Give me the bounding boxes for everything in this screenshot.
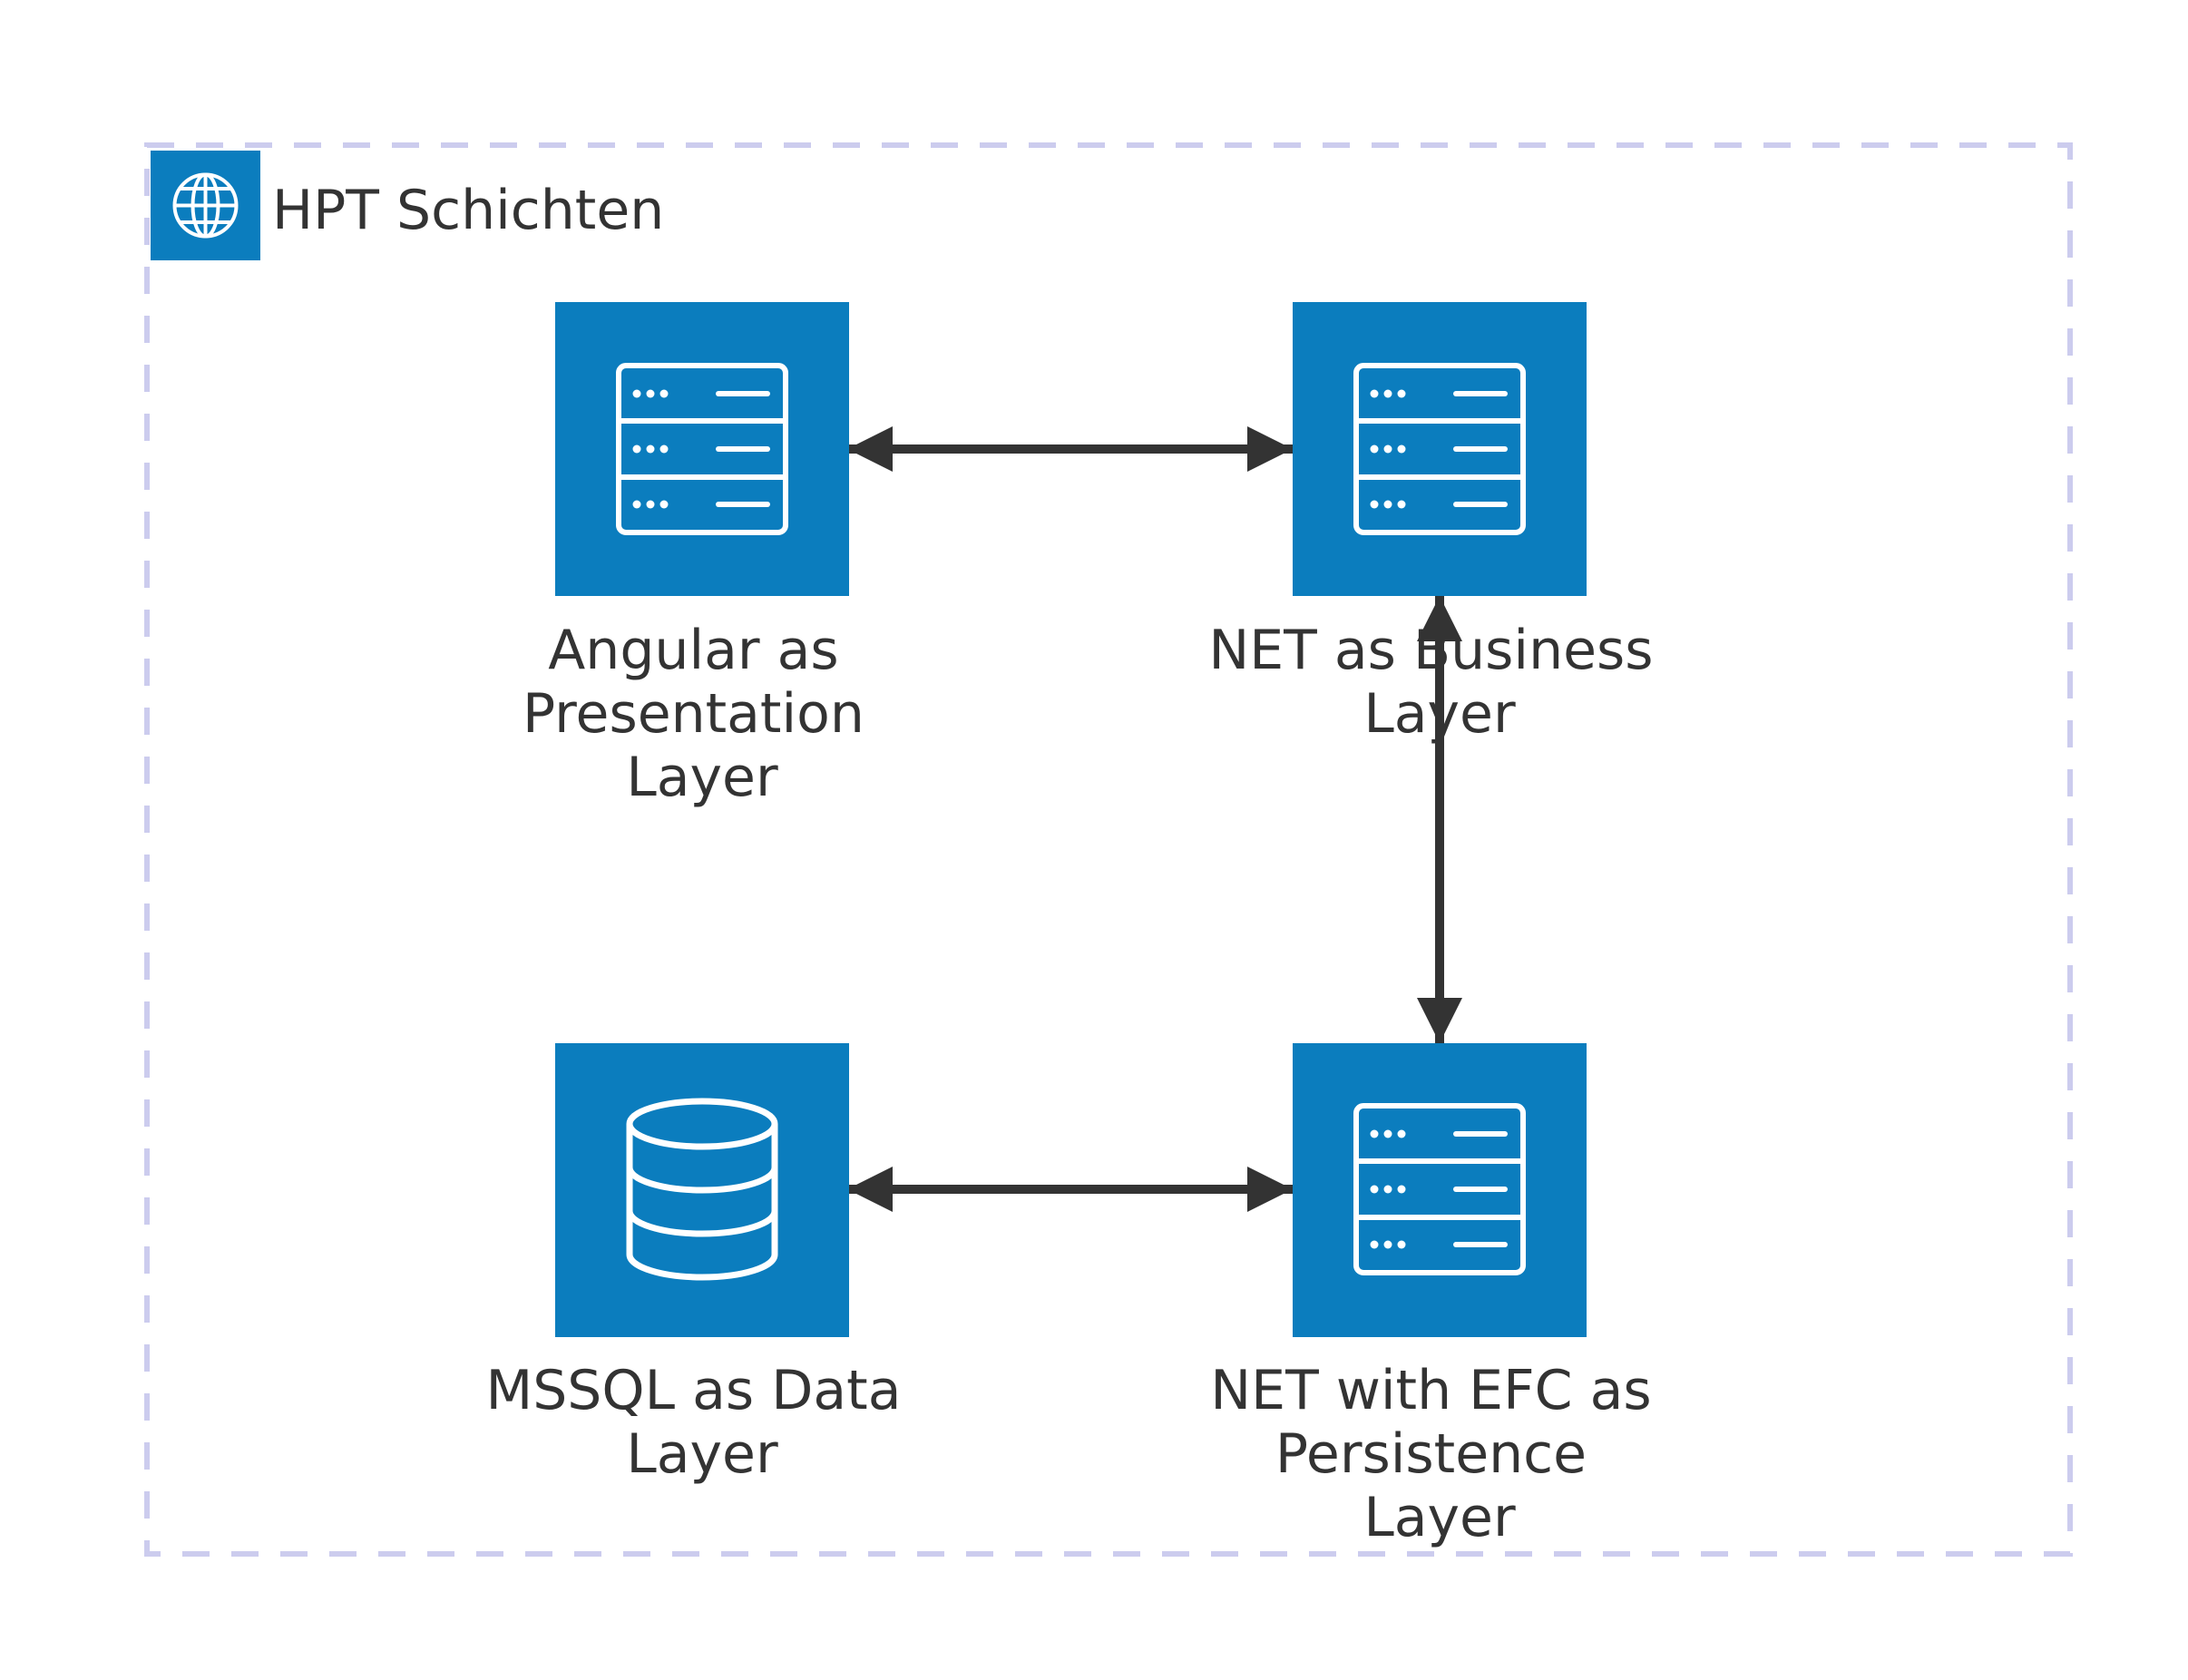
label-line: Layer <box>626 746 778 809</box>
node-presentation: Angular as Presentation Layer <box>523 302 882 809</box>
node-presentation-label: Angular as Presentation Layer <box>523 619 882 809</box>
node-business-tile <box>1293 302 1587 596</box>
group-title: HPT Schichten <box>272 179 664 242</box>
server-icon <box>616 363 788 535</box>
label-line: Presentation <box>523 682 864 746</box>
node-presentation-tile <box>555 302 849 596</box>
label-line: NET as Business <box>1208 619 1653 682</box>
label-line: Persistence <box>1275 1422 1587 1486</box>
node-persistence-label: NET with EFC as Persistence Layer <box>1210 1359 1668 1549</box>
label-line: Layer <box>1363 1486 1516 1549</box>
label-line: MSSQL as Data <box>485 1359 901 1422</box>
server-icon <box>1353 1103 1526 1275</box>
server-icon <box>1353 363 1526 535</box>
label-line: Layer <box>626 1422 778 1486</box>
node-persistence: NET with EFC as Persistence Layer <box>1210 1043 1668 1549</box>
edges <box>847 426 1293 1212</box>
label-line: Angular as <box>548 619 838 682</box>
node-business: NET as Business Layer <box>1208 302 1654 746</box>
group-header: HPT Schichten <box>151 151 664 260</box>
globe-icon <box>172 172 239 239</box>
label-line: NET with EFC as <box>1210 1359 1651 1422</box>
node-persistence-tile <box>1293 1043 1587 1337</box>
node-data-label: MSSQL as Data Layer <box>485 1359 918 1486</box>
database-icon <box>626 1098 778 1281</box>
group-boundary <box>144 142 2073 1557</box>
node-data: MSSQL as Data Layer <box>485 1043 918 1486</box>
